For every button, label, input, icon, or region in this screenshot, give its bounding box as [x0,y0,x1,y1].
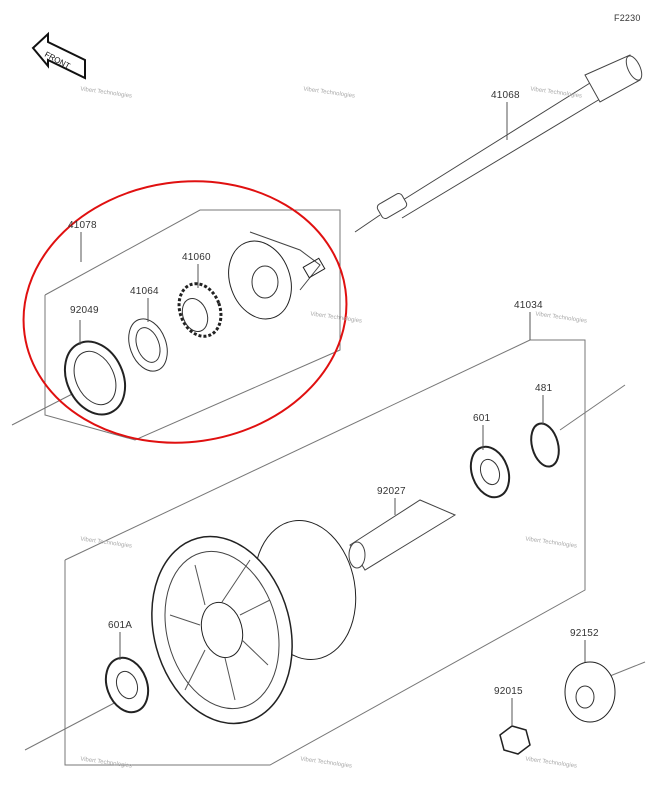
part-label-41064[interactable]: 41064 [130,286,159,297]
housing-41078[interactable] [218,231,326,328]
part-label-41078[interactable]: 41078 [68,220,97,231]
part-label-92027[interactable]: 92027 [377,486,406,497]
bearing-601[interactable] [464,441,516,502]
part-label-92049[interactable]: 92049 [70,305,99,316]
washer-41064[interactable] [122,313,174,376]
front-arrow-icon: FRONT [31,31,86,80]
seal-92049[interactable] [54,332,137,425]
gear-41060[interactable] [172,278,228,342]
highlight-circle [22,180,348,444]
axle-41068[interactable] [354,54,645,233]
part-label-92152[interactable]: 92152 [570,628,599,639]
part-label-41068[interactable]: 41068 [491,90,520,101]
part-label-601[interactable]: 601 [473,413,491,424]
circlip-481[interactable] [527,420,564,469]
wheel-hub[interactable] [132,512,367,739]
bearing-601A[interactable] [99,652,156,718]
part-label-481[interactable]: 481 [535,383,553,394]
spacer-92027[interactable] [348,499,457,571]
nut-92015[interactable] [499,725,531,755]
figure-code: F2230 [614,13,641,23]
part-label-92015[interactable]: 92015 [494,686,523,697]
part-label-41034[interactable]: 41034 [514,300,543,311]
part-label-41060[interactable]: 41060 [182,252,211,263]
part-label-601A[interactable]: 601A [108,620,133,631]
collar-92152[interactable] [564,661,616,723]
